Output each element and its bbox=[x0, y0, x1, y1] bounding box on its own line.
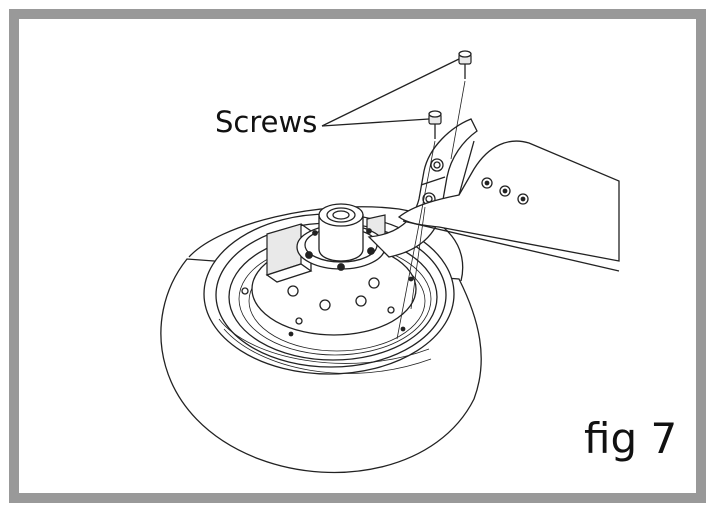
callout-leaders bbox=[321, 58, 460, 127]
alignment-lines bbox=[396, 80, 466, 340]
screw-upper bbox=[458, 50, 472, 79]
figure-frame: Screws fig 7 bbox=[9, 9, 706, 503]
screws-callout: Screws bbox=[215, 105, 318, 139]
fan-blade bbox=[397, 140, 620, 272]
fan-assembly-drawing bbox=[160, 50, 620, 474]
central-hub bbox=[296, 203, 386, 271]
figure-caption: fig 7 bbox=[584, 414, 678, 463]
screw-lower bbox=[428, 110, 442, 139]
